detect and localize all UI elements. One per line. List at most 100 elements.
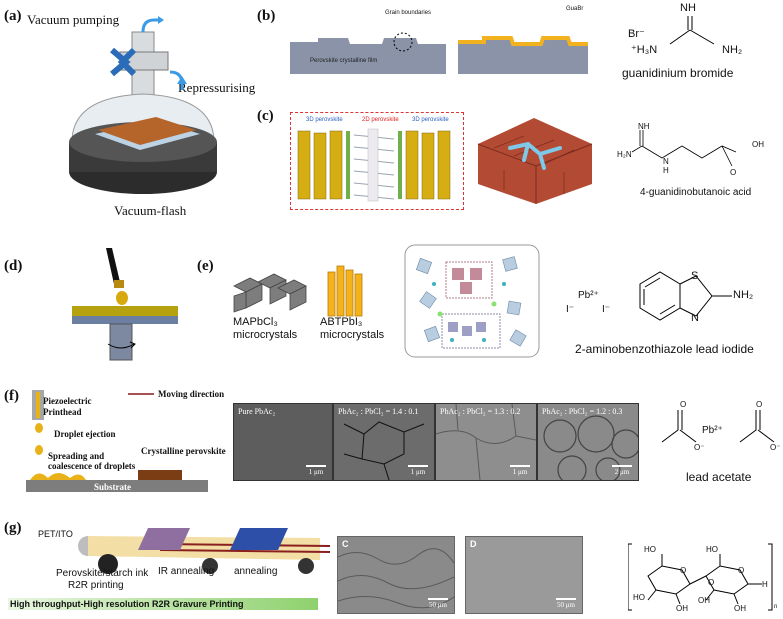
- starch-structure: [628, 543, 773, 611]
- grain-boundary-pattern: [436, 404, 536, 480]
- amino-nh2-group: NH₂: [733, 289, 754, 301]
- grain-boundary-circle: [393, 32, 413, 52]
- aminobenzothiazole-structure: [639, 271, 732, 321]
- sem-image-1-2: PbAc₂ : PbCl₂ = 1.2 : 0.3 2 μm: [537, 403, 639, 481]
- starch-ho-3: HO: [633, 593, 645, 602]
- vacuum-chamber-illustration: [69, 16, 217, 194]
- sem-d-scale: 50 μm: [556, 598, 576, 609]
- acid-n-atom: N: [663, 157, 669, 166]
- vacuum-flash-label: Vacuum-flash: [114, 203, 187, 218]
- mapbcl3-label: MAPbCl₃: [233, 316, 278, 328]
- acid-h-atom: H: [663, 166, 669, 175]
- pipette-icon: [106, 248, 120, 284]
- starch-o-2: O: [708, 578, 715, 587]
- abtpbi3-microcrystals-illustration: [327, 265, 363, 317]
- acid-o-atom: O: [730, 168, 737, 177]
- 3d-perovskite-left-label: 3D perovskite: [306, 117, 343, 123]
- sem-title-pure: Pure PbAc₂: [238, 407, 276, 416]
- anneal-plate-icon: [230, 528, 288, 550]
- vacuum-pumping-label: Vacuum pumping: [27, 12, 120, 27]
- sem-image-1-4: PbAc₂ : PbCl₂ = 1.4 : 0.1 1 μm: [333, 403, 435, 481]
- lead-acetate-structure: [661, 410, 775, 443]
- thiazole-n-atom: N: [691, 312, 699, 324]
- acid-oh-group: OH: [752, 140, 764, 149]
- starch-oh-2: OH: [698, 596, 710, 605]
- starch-ho-1: HO: [644, 545, 656, 554]
- spreading-label-2: coalescence of droplets: [48, 461, 136, 471]
- layered-perovskite-illustration: [297, 128, 451, 202]
- panel-a-label: (a): [4, 8, 22, 24]
- valve-icon: [110, 47, 137, 77]
- throughput-bar: [8, 598, 318, 610]
- sem-scale-1-3: 1 μm: [510, 465, 530, 476]
- crystalline-perovskite-label: Crystalline perovskite: [141, 446, 226, 456]
- grain-boundaries-label: Grain boundaries: [385, 10, 432, 16]
- iodide-left: I⁻: [566, 304, 575, 315]
- spin-coating-illustration: [72, 248, 178, 361]
- sem-image-pure: Pure PbAc₂ 1 μm: [233, 403, 333, 481]
- starch-ho-2: HO: [706, 545, 718, 554]
- sem-c-scale: 50 μm: [428, 598, 448, 609]
- br-ion: Br⁻: [628, 28, 645, 40]
- lead-ion-f: Pb²⁺: [702, 425, 723, 436]
- aminobenzothiazole-label: 2-aminobenzothiazole lead iodide: [575, 342, 754, 356]
- h3n-group: ⁺H₃N: [631, 44, 658, 56]
- sem-image-d: D 50 μm: [465, 536, 583, 614]
- starch-oh-3: OH: [734, 604, 746, 613]
- throughput-bar-label: High throughput-High resolution R2R Grav…: [10, 599, 244, 609]
- starch-h: H: [762, 580, 768, 589]
- abtpbi3-sub-label: microcrystals: [320, 329, 385, 341]
- pump-arrow-icon: [141, 18, 160, 33]
- starch-oh-1: OH: [676, 604, 688, 613]
- nh-group: NH: [680, 2, 696, 14]
- film-label: Perovskite crystalline film: [310, 58, 378, 64]
- acid-h2n-group: H₂N: [617, 150, 632, 159]
- sem-d-label: D: [470, 539, 477, 549]
- guabr-label: GuaBr: [566, 6, 584, 12]
- acetate-left-o-minus: O⁻: [694, 443, 705, 452]
- crystal-lattice-schematic: [404, 244, 540, 358]
- droplet-icon: [116, 291, 128, 305]
- guanidinobutanoic-bonds: [631, 130, 737, 167]
- sem-scale-pure: 1 μm: [306, 465, 326, 476]
- grain-crack-pattern: [343, 421, 425, 480]
- lead-ion-e: Pb²⁺: [578, 290, 599, 301]
- sem-scale-1-4: 1 μm: [408, 465, 428, 476]
- acid-nh-group: NH: [638, 122, 650, 131]
- sem-scale-1-2: 2 μm: [612, 465, 632, 476]
- ir-lamp-icon: [138, 528, 190, 550]
- guanidinobutanoic-acid-label: 4-guanidinobutanoic acid: [640, 187, 752, 198]
- acetate-left-o: O: [680, 400, 687, 409]
- guanidinium-bonds: [669, 16, 715, 45]
- sem-image-c: C 50 μm: [337, 536, 455, 614]
- lead-acetate-label: lead acetate: [686, 470, 752, 484]
- moving-direction-label: Moving direction: [158, 389, 225, 399]
- panel-e-label: (e): [197, 258, 214, 274]
- panel-c-label: (c): [257, 108, 274, 124]
- printhead-label-2: Printhead: [43, 407, 82, 417]
- inkjet-printing-illustration: [26, 390, 208, 492]
- mapbcl3-microcrystals-illustration: [233, 273, 307, 313]
- large-grain-pattern: [543, 415, 638, 480]
- panel-b-label: (b): [257, 8, 276, 24]
- spreading-label-1: Spreading and: [48, 451, 105, 461]
- panel-g-label: (g): [4, 520, 22, 536]
- guanidinium-bromide-label: guanidinium bromide: [622, 66, 734, 80]
- repressurising-label: Repressurising: [178, 80, 256, 95]
- nh2-group: NH₂: [722, 44, 743, 56]
- starch-n-subscript: n: [774, 604, 778, 610]
- brick-grain-illustration: [477, 118, 593, 204]
- panel-f-label: (f): [4, 388, 19, 404]
- heterostructure-frame: [290, 112, 464, 210]
- pet-ito-label: PET/ITO: [38, 529, 73, 539]
- printhead-label-1: Piezoelectric: [43, 396, 92, 406]
- mapbcl3-sub-label: microcrystals: [233, 329, 298, 341]
- droplet-ejection-label: Droplet ejection: [54, 429, 116, 439]
- annealing-label: annealing: [234, 566, 278, 577]
- panel-d-label: (d): [4, 258, 23, 274]
- starch-o-3: O: [738, 566, 745, 575]
- iodide-right: I⁻: [602, 304, 611, 315]
- abtpbi3-label: ABTPbI₃: [320, 316, 363, 328]
- thiazole-s-atom: S: [691, 270, 699, 282]
- sem-title-1-2: PbAc₂ : PbCl₂ = 1.2 : 0.3: [542, 407, 623, 416]
